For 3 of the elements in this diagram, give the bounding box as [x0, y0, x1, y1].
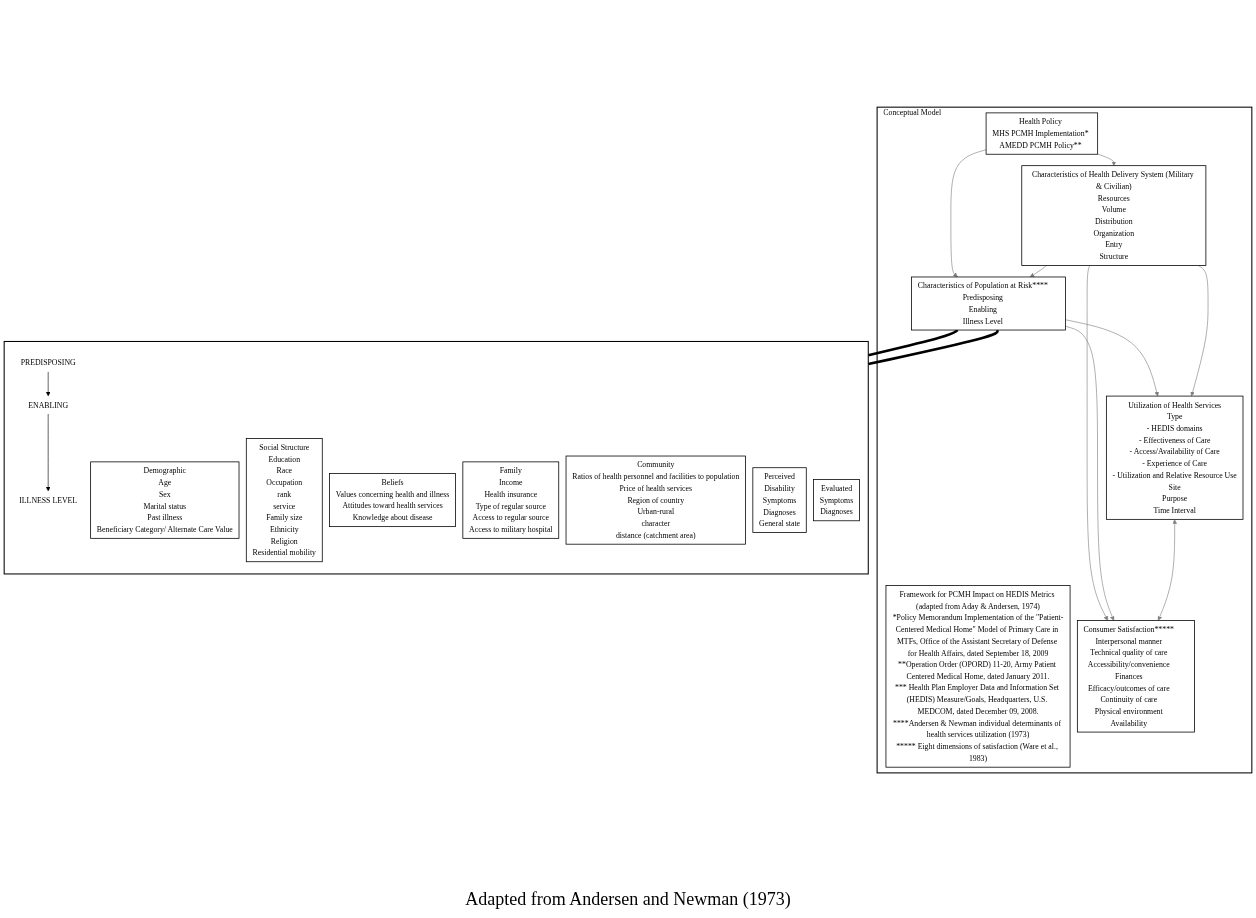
connector: [868, 329, 999, 366]
cluster: [3, 340, 869, 575]
source-note: Adapted from Andersen and Newman (1973): [465, 888, 791, 910]
